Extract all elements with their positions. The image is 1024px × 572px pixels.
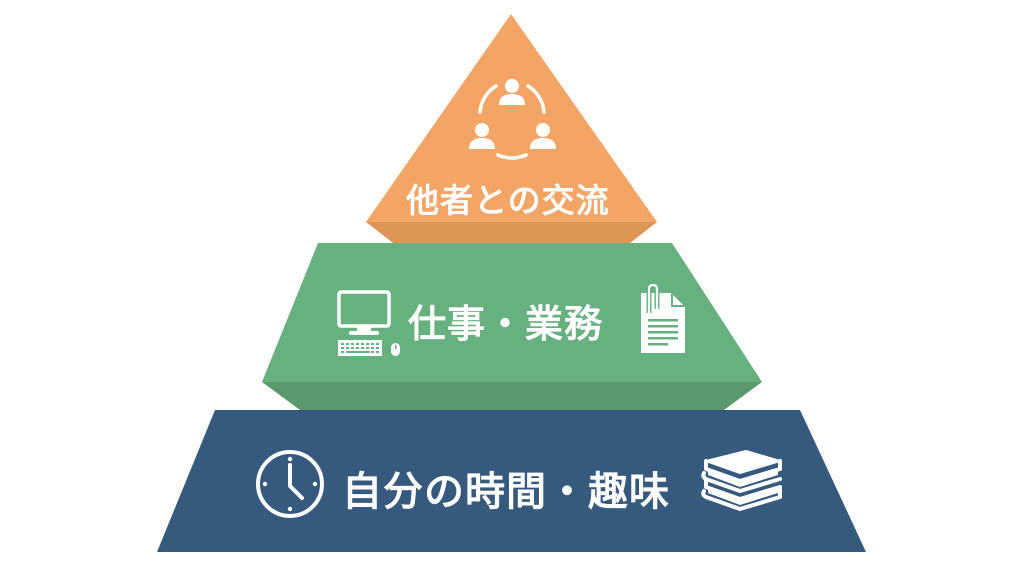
level-top-label: 他者との交流 — [406, 181, 610, 220]
level-middle-shape — [262, 243, 762, 382]
clock-icon — [256, 450, 324, 518]
level-middle-bevel — [262, 382, 762, 410]
level-bottom-label: 自分の時間・趣味 — [342, 469, 670, 515]
books-stack-icon — [701, 450, 782, 511]
level-top-bevel — [366, 222, 657, 243]
computer-keyboard-mouse-icon — [337, 290, 400, 356]
document-paperclip-icon — [641, 283, 685, 353]
people-network-icon — [469, 79, 556, 160]
level-bottom-shape — [157, 410, 866, 552]
level-middle-label: 仕事・業務 — [408, 302, 604, 346]
level-top-shape — [366, 14, 657, 222]
